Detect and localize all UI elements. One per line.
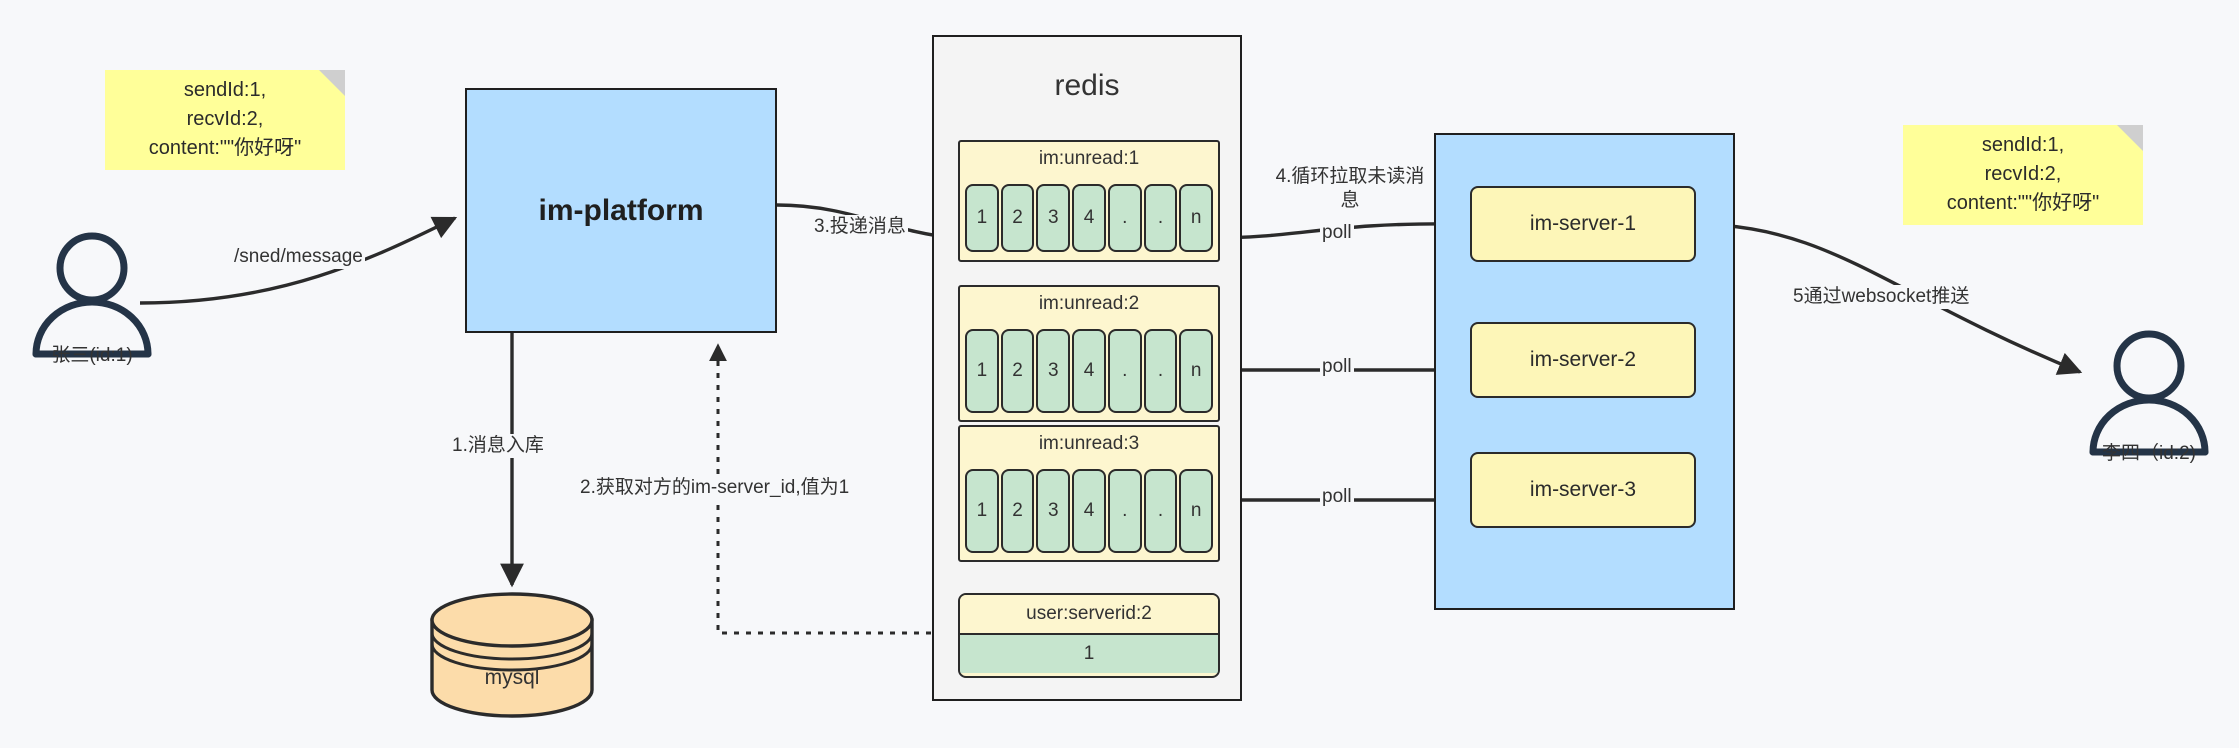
edge-label-poll-2: poll	[1320, 355, 1354, 379]
list-cell: 1	[965, 184, 999, 252]
redis-list-key-1: im:unread:1	[1038, 148, 1140, 169]
im-server-2-label: im-server-2	[1529, 348, 1637, 371]
list-cell: 2	[1000, 469, 1035, 553]
list-cell: 3	[1036, 469, 1071, 553]
edge-label-poll-1: poll	[1320, 221, 1354, 245]
edge-label-step4: 4.循环拉取未读消 息	[1258, 165, 1442, 213]
note-right-text: sendId:1, recvId:2, content:""你好呀"	[1946, 133, 2100, 214]
redis-list-cells-3: 1 2 3 4 . . n	[965, 469, 1214, 553]
im-server-1-box[interactable]: im-server-1	[1470, 186, 1696, 262]
redis-kv-value: 1	[960, 635, 1218, 673]
edge-label-step1: 1.消息入库	[450, 434, 546, 458]
redis-kv-key: user:serverid:2	[960, 595, 1218, 635]
list-cell: 4	[1072, 329, 1106, 413]
redis-list-cells-2: 1 2 3 4 . . n	[965, 329, 1214, 413]
edge-label-poll-3: poll	[1320, 485, 1354, 509]
im-platform-box[interactable]: im-platform	[465, 88, 777, 333]
receiver-actor-caption: 李四（id:2)	[2102, 443, 2196, 464]
list-cell: .	[1143, 469, 1178, 553]
note-fold-corner	[319, 70, 345, 96]
redis-list-im-unread-3[interactable]: im:unread:3 1 2 3 4 . . n	[958, 425, 1220, 562]
sender-actor: 张三(id:1)	[36, 236, 148, 366]
edge-label-step3: 3.投递消息	[812, 215, 908, 239]
redis-list-im-unread-2[interactable]: im:unread:2 1 2 3 4 . . n	[958, 285, 1220, 422]
receiver-actor: 李四（id:2)	[2093, 334, 2205, 464]
redis-title: redis	[1054, 69, 1120, 102]
im-server-3-box[interactable]: im-server-3	[1470, 452, 1696, 528]
list-cell: 4	[1072, 184, 1106, 252]
redis-list-key-2: im:unread:2	[1038, 293, 1140, 314]
im-server-1-label: im-server-1	[1529, 212, 1637, 235]
redis-list-cells-1: 1 2 3 4 . . n	[965, 184, 1214, 252]
list-cell: .	[1143, 184, 1178, 252]
im-server-3-label: im-server-3	[1529, 478, 1637, 501]
list-cell: 3	[1036, 329, 1071, 413]
note-right-payload: sendId:1, recvId:2, content:""你好呀"	[1903, 125, 2143, 225]
note-left-payload: sendId:1, recvId:2, content:""你好呀"	[105, 70, 345, 170]
list-cell: 2	[1000, 184, 1035, 252]
note-fold-corner	[2117, 125, 2143, 151]
list-cell: .	[1107, 184, 1142, 252]
redis-list-im-unread-1[interactable]: im:unread:1 1 2 3 4 . . n	[958, 140, 1220, 262]
list-cell: n	[1179, 469, 1214, 553]
list-cell: 1	[965, 469, 999, 553]
im-platform-label: im-platform	[538, 193, 704, 227]
list-cell: n	[1179, 184, 1214, 252]
edge-label-send-message: /sned/message	[232, 245, 365, 269]
im-server-2-box[interactable]: im-server-2	[1470, 322, 1696, 398]
edge-label-step5: 5通过websocket推送	[1791, 285, 1972, 309]
list-cell: .	[1143, 329, 1178, 413]
list-cell: .	[1107, 329, 1142, 413]
mysql-label: mysql	[484, 666, 540, 689]
note-left-text: sendId:1, recvId:2, content:""你好呀"	[148, 78, 302, 159]
sender-actor-caption: 张三(id:1)	[51, 345, 133, 366]
redis-list-key-3: im:unread:3	[1038, 433, 1140, 454]
mysql-node[interactable]: mysql	[432, 594, 592, 716]
list-cell: 4	[1072, 469, 1106, 553]
list-cell: .	[1107, 469, 1142, 553]
list-cell: 1	[965, 329, 999, 413]
list-cell: n	[1179, 329, 1214, 413]
list-cell: 2	[1000, 329, 1035, 413]
redis-kv-user-serverid[interactable]: user:serverid:2 1	[958, 593, 1220, 678]
list-cell: 3	[1036, 184, 1071, 252]
edge-label-step2: 2.获取对方的im-server_id,值为1	[578, 476, 852, 500]
